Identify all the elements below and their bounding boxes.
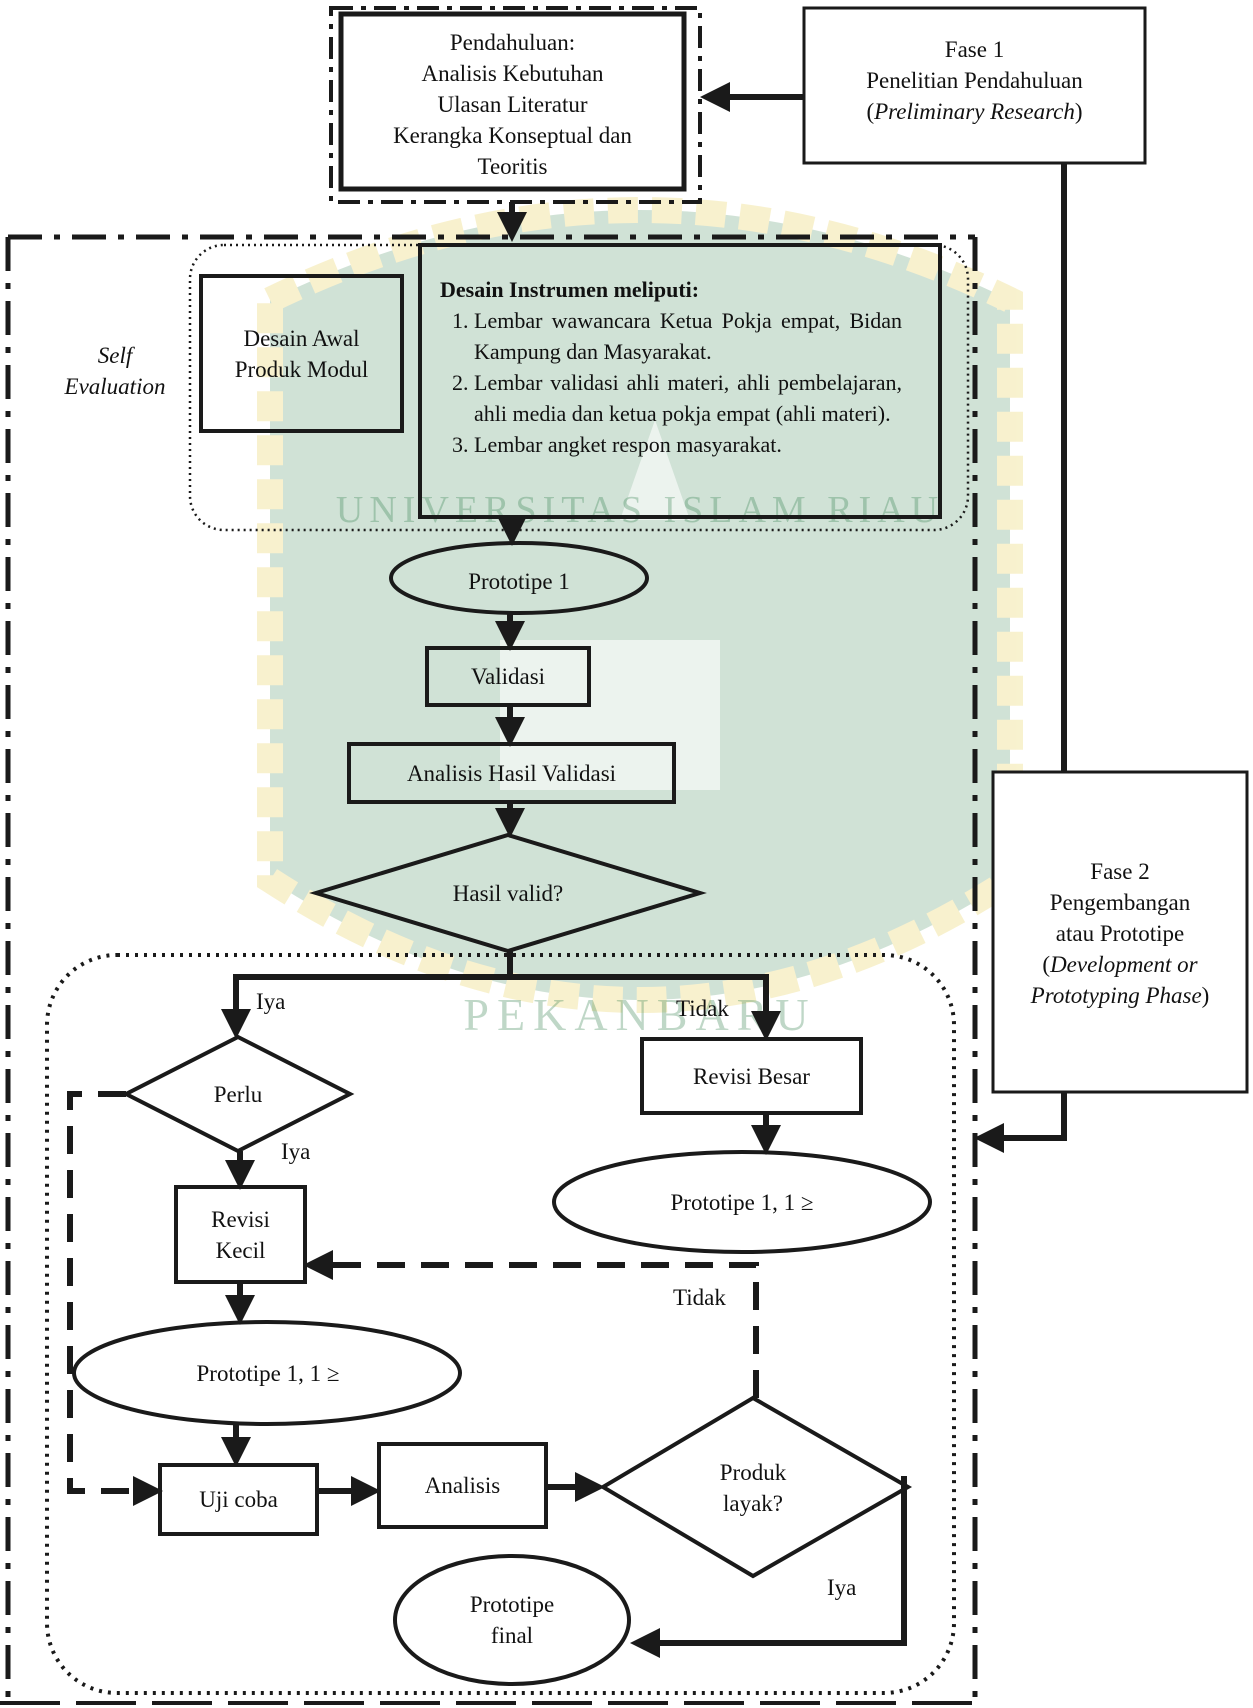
self-evaluation-label: Self Evaluation [40, 340, 190, 402]
validation-label: Validasi [470, 664, 546, 689]
initial-design-label: Desain Awal Produk Modul [201, 276, 402, 431]
instrument-item-2: Lembar validasi ahli materi, ahli pembel… [474, 367, 902, 429]
minor-revision-label: Revisi Kecil [176, 1187, 305, 1282]
phase1-subtitle: Penelitian Pendahuluan [866, 68, 1083, 93]
final-prototype-line-1: Prototipe [469, 1592, 555, 1617]
self-evaluation-line-1: Self [97, 343, 133, 368]
final-prototype-line-2: final [490, 1623, 534, 1648]
phase2-subtitle-1: Pengembangan [1049, 890, 1191, 915]
prototype-minor-label: Prototipe 1, 1 ≥ [196, 1360, 340, 1386]
analysis-validation-label: Analisis Hasil Validasi [406, 760, 617, 786]
intro-line-5: Teoritis [477, 154, 548, 179]
feasible-decision-label: Produk layak? [653, 1456, 853, 1520]
phase1-label: Fase 1 Penelitian Pendahuluan (Prelimina… [804, 34, 1145, 127]
initial-design-line-1: Desain Awal [243, 325, 360, 351]
instrument-item-1: Lembar wawancara Ketua Pokja empat, Bida… [474, 305, 902, 367]
instrument-box [418, 243, 942, 519]
prototype-minor-ellipse [72, 1320, 462, 1426]
phase2-label: Fase 2 Pengembangan atau Prototipe (Deve… [993, 856, 1247, 1011]
phase1-english: (Preliminary Research) [866, 99, 1083, 124]
branch-line [221, 951, 513, 1039]
feasible-yes-label: Iya [827, 1575, 857, 1600]
no-branch-label: Tidak [676, 996, 729, 1021]
feasible-decision-diamond [599, 1395, 913, 1579]
phase2-english-1: (Development or [1042, 952, 1198, 977]
major-revision-label: Revisi Besar [693, 1063, 810, 1089]
intro-line-3: Ulasan Literatur [437, 92, 588, 117]
valid-decision-label: Hasil valid? [452, 880, 564, 906]
phase1-box [802, 6, 1147, 165]
intro-line-4: Kerangka Konseptual dan [393, 123, 632, 148]
phase2-english-2: Prototyping Phase) [1030, 983, 1210, 1008]
feasible-decision-line-1: Produk [719, 1460, 787, 1485]
need-decision-label: Perlu [213, 1081, 263, 1107]
phase2-frame [5, 234, 978, 1708]
instrument-list: Lembar wawancara Ketua Pokja empat, Bida… [440, 305, 902, 460]
initial-design-line-2: Produk Modul [234, 356, 369, 382]
feasible-no-label: Tidak [673, 1285, 726, 1310]
minor-revision-line-1: Revisi [211, 1206, 270, 1232]
analysis-label: Analisis [424, 1473, 501, 1498]
final-prototype-ellipse [393, 1554, 631, 1686]
phase2-subtitle-2: atau Prototipe [1055, 921, 1185, 946]
yes-branch-label: Iya [256, 989, 286, 1014]
connectors [221, 82, 1067, 1658]
intro-line-1: Pendahuluan: [449, 30, 576, 55]
branch-line-no [510, 974, 781, 1041]
intro-box [338, 11, 687, 192]
instrument-title: Desain Instrumen meliputi: [440, 277, 700, 302]
watermark-top-text: UNIVERSITAS ISLAM RIAU [336, 489, 944, 531]
phase2-box [991, 770, 1249, 1094]
phase1-title: Fase 1 [944, 37, 1005, 62]
prototype1-label: Prototipe 1 [468, 568, 570, 594]
need-yes-label: Iya [281, 1139, 311, 1164]
feasible-decision-line-2: layak? [722, 1491, 783, 1516]
initial-design-box [199, 274, 404, 433]
final-prototype-label: Prototipe final [395, 1588, 629, 1652]
instrument-item-3: Lembar angket respon masyarakat. [474, 429, 902, 460]
arrow-phase2-to-frame [974, 1092, 1067, 1153]
intro-frame [329, 6, 702, 204]
feedback-loops [67, 1091, 759, 1506]
prototype-major-label: Prototipe 1, 1 ≥ [670, 1189, 814, 1215]
loop-feasible-no [303, 1250, 759, 1398]
intro-line-2: Analisis Kebutuhan [421, 61, 604, 86]
instrument-text: Desain Instrumen meliputi: Lembar wawanc… [420, 250, 922, 514]
loop-need-no [67, 1091, 163, 1506]
phase2-title: Fase 2 [1090, 859, 1150, 884]
intro-label: Pendahuluan: Analisis Kebutuhan Ulasan L… [341, 27, 684, 182]
prototype-major-ellipse [552, 1150, 932, 1254]
tryout-label: Uji coba [199, 1487, 278, 1512]
self-evaluation-line-2: Evaluation [64, 374, 166, 399]
arrow-feasible-yes [630, 1476, 907, 1658]
minor-revision-line-2: Kecil [215, 1237, 266, 1263]
